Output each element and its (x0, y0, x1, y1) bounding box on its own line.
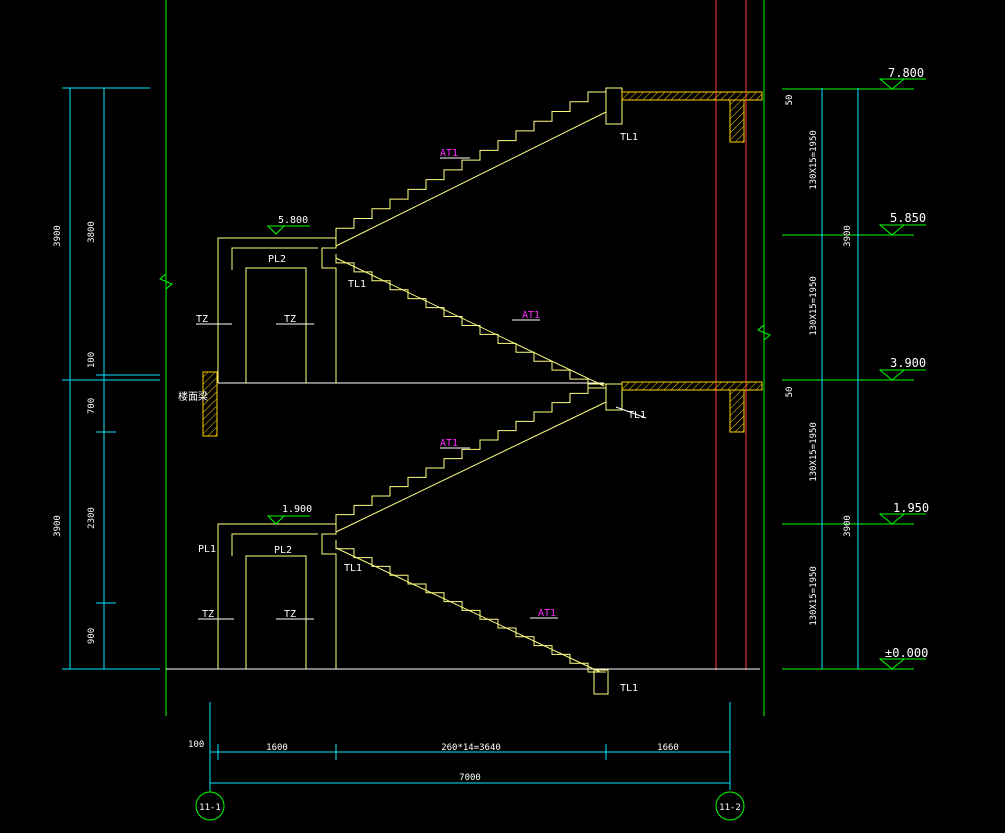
axis-bubble-11-1: 11-1 (195, 790, 225, 821)
right-dimension-lines (821, 88, 859, 669)
pl2-label: PL2 (268, 254, 286, 265)
break-mark-left (159, 273, 173, 290)
dim-left-inner: 900 (87, 628, 97, 644)
dim-left-outer-lower: 3900 (53, 515, 63, 537)
break-mark-right (757, 324, 771, 341)
tz-label: TZ (196, 314, 208, 325)
flight-up-upper (335, 91, 606, 238)
level-mark-triangle (878, 369, 906, 381)
tl1-label: TL1 (348, 279, 366, 290)
flight-soffit (335, 547, 601, 673)
dim-right-riser: 130X15=1950 (809, 130, 819, 190)
dim-right-small: 50 (785, 387, 795, 398)
dim-left-inner: 2300 (87, 507, 97, 529)
landing-level-mark-upper: 5.800 (266, 215, 310, 235)
dim-left-outer-upper: 3900 (53, 225, 63, 247)
dim-bottom-segment: 1600 (266, 743, 288, 753)
floor-beam-label: 楼面梁 (178, 390, 208, 403)
at1-label: AT1 (440, 438, 458, 449)
flight-soffit (335, 111, 607, 247)
level-mark-triangle (878, 78, 906, 90)
dim-right-riser: 130X15=1950 (809, 422, 819, 482)
at1-label: AT1 (440, 148, 458, 159)
bottom-dimension-lines (209, 702, 731, 790)
at1-label: AT1 (522, 310, 540, 321)
flight-down-upper (335, 254, 606, 389)
platform-slab-upper (217, 237, 337, 383)
svg-text:1.900: 1.900 (282, 504, 312, 515)
tl1-label: TL1 (344, 563, 362, 574)
tl1-label: TL1 (628, 410, 646, 421)
level-label: 1.950 (893, 501, 929, 515)
level-label: ±0.000 (885, 646, 928, 660)
dim-right-small: 50 (785, 95, 795, 106)
level-label: 5.850 (890, 211, 926, 225)
at1-label: AT1 (538, 608, 556, 619)
dim-left-inner: 3800 (87, 221, 97, 243)
flight-soffit (335, 401, 607, 533)
tz-label: TZ (202, 609, 214, 620)
axis-label: 11-1 (199, 803, 221, 813)
tl1-label: TL1 (620, 683, 638, 694)
dim-bottom-total: 7000 (459, 773, 481, 783)
tl1-beam-upper (605, 87, 623, 411)
landing-level-mark-lower: 1.900 (266, 504, 312, 525)
platform-slab-lower (217, 523, 337, 669)
dim-right-outer: 3900 (843, 515, 853, 537)
landing-beam-390 (729, 389, 745, 433)
axis-bubble-11-2: 11-2 (715, 791, 745, 821)
level-mark-triangle (878, 513, 906, 525)
flight-soffit (335, 257, 605, 387)
level-mark-triangle (878, 224, 906, 236)
tz-label: TZ (284, 609, 296, 620)
tl1-label: TL1 (620, 132, 638, 143)
landing-beam-780 (729, 99, 745, 143)
dim-right-riser: 130X15=1950 (809, 566, 819, 626)
pl1-label: PL1 (198, 544, 216, 555)
landing-slab-780 (621, 91, 763, 101)
dim-bottom-segment: 1660 (657, 743, 679, 753)
flight-up-lower (335, 383, 606, 524)
dim-right-outer: 3900 (843, 225, 853, 247)
floor-beam-block (202, 371, 218, 437)
pl2-label: PL2 (274, 545, 292, 556)
axis-label: 11-2 (719, 803, 741, 813)
svg-text:5.800: 5.800 (278, 215, 308, 226)
level-label: 3.900 (890, 356, 926, 370)
dim-bottom-segment: 260*14=3640 (441, 743, 501, 753)
level-label: 7.800 (888, 66, 924, 80)
landing-slab-390 (621, 381, 763, 391)
left-dimension-lines (62, 87, 160, 670)
dim-left-inner: 700 (87, 398, 97, 414)
dim-left-inner: 100 (87, 352, 97, 368)
tz-label: TZ (284, 314, 296, 325)
tl1-beam-bottom (593, 669, 609, 695)
flight-down-lower (335, 540, 606, 673)
level-mark-triangle (878, 658, 906, 670)
dim-right-riser: 130X15=1950 (809, 276, 819, 336)
dim-bottom-offset: 100 (188, 740, 204, 750)
